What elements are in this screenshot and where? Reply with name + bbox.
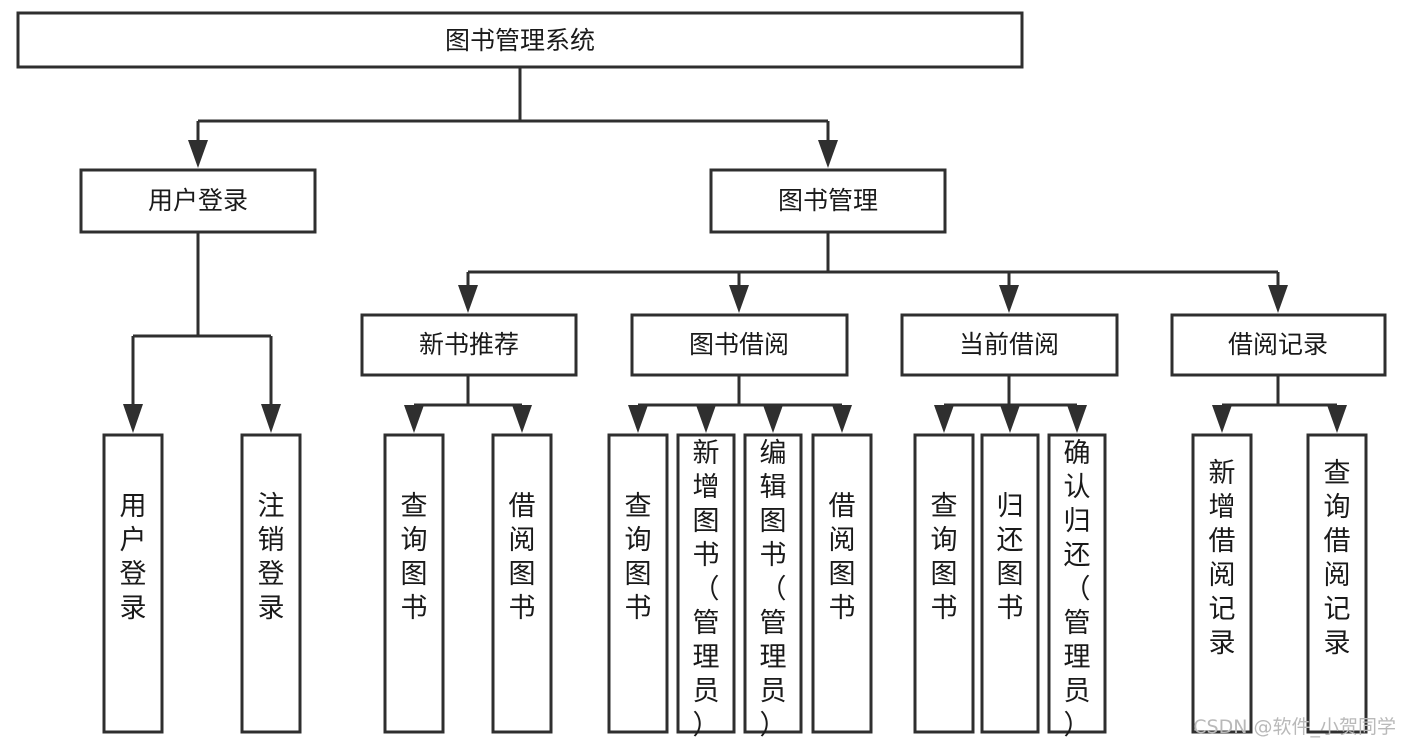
- leaf-confirm-return-box[interactable]: [1047, 433, 1107, 734]
- leaf-query-book-3-label: 查询图书: [931, 491, 958, 624]
- node-current-borrow-label: 当前借阅: [959, 330, 1059, 359]
- arrow-head-leaf-logout-login: [261, 404, 281, 433]
- leaf-logout-login-box[interactable]: [240, 433, 302, 734]
- node-book-borrow-box[interactable]: [630, 313, 849, 377]
- arrow-head-leaf-query-book-1: [404, 405, 424, 433]
- csdn-watermark: CSDN @软件_小贺同学: [1193, 716, 1396, 738]
- node-book-manage-label: 图书管理: [778, 186, 878, 215]
- node-borrow-record[interactable]: 借阅记录: [1170, 313, 1387, 377]
- node-current-borrow[interactable]: 当前借阅: [900, 313, 1119, 377]
- leaf-borrow-book-1[interactable]: 借阅图书: [491, 433, 553, 734]
- leaf-query-book-2-label: 查询图书: [625, 491, 652, 624]
- leaf-query-book-3-box[interactable]: [913, 433, 975, 734]
- arrow-head-leaf-edit-book: [763, 405, 783, 433]
- leaf-return-book-label: 归还图书: [997, 491, 1024, 624]
- node-new-book-recommend-box[interactable]: [360, 313, 578, 377]
- node-book-manage-box[interactable]: [709, 168, 947, 234]
- leaf-borrow-book-1-box[interactable]: [491, 433, 553, 734]
- leaf-edit-book[interactable]: 编辑图书（管理员）: [743, 433, 803, 741]
- leaf-query-record-box[interactable]: [1306, 433, 1368, 734]
- leaf-confirm-return[interactable]: 确认归还（管理员）: [1047, 433, 1107, 741]
- arrow-head-borrow-record: [1268, 285, 1288, 313]
- leaf-borrow-book-2[interactable]: 借阅图书: [811, 433, 873, 734]
- node-user-login-box[interactable]: [79, 168, 317, 234]
- leaf-query-book-3[interactable]: 查询图书: [913, 433, 975, 734]
- arrow-head-leaf-confirm-return: [1067, 405, 1087, 433]
- node-new-book-recommend-label: 新书推荐: [419, 330, 519, 359]
- leaf-query-book-1-box[interactable]: [383, 433, 445, 734]
- arrow-head-leaf-user-login: [123, 404, 143, 433]
- arrow-head-leaf-query-record: [1327, 405, 1347, 433]
- leaf-borrow-book-2-box[interactable]: [811, 433, 873, 734]
- leaf-query-record-label: 查询借阅记录: [1324, 458, 1351, 659]
- leaf-user-login-box[interactable]: [102, 433, 164, 734]
- arrow-head-leaf-query-book-3: [934, 405, 954, 433]
- node-borrow-record-box[interactable]: [1170, 313, 1387, 377]
- leaf-query-book-2[interactable]: 查询图书: [607, 433, 669, 734]
- leaf-return-book-box[interactable]: [980, 433, 1040, 734]
- leaf-edit-book-label: 编辑图书（管理员）: [760, 438, 787, 741]
- arrow-head-book-borrow: [729, 285, 749, 313]
- arrow-head-leaf-borrow-book-2: [832, 405, 852, 433]
- leaf-logout-login[interactable]: 注销登录: [240, 433, 302, 734]
- leaf-add-book-label: 新增图书（管理员）: [693, 438, 720, 741]
- node-new-book-recommend[interactable]: 新书推荐: [360, 313, 578, 377]
- leaf-borrow-book-2-label: 借阅图书: [829, 491, 856, 624]
- node-user-login[interactable]: 用户登录: [79, 168, 317, 234]
- leaf-add-book[interactable]: 新增图书（管理员）: [676, 433, 736, 741]
- leaf-add-record[interactable]: 新增借阅记录: [1191, 433, 1253, 734]
- node-root-box[interactable]: [16, 11, 1024, 69]
- leaf-user-login[interactable]: 用户登录: [102, 433, 164, 734]
- arrow-head-book-manage: [818, 140, 838, 168]
- arrow-head-leaf-return-book: [1000, 405, 1020, 433]
- leaf-return-book[interactable]: 归还图书: [980, 433, 1040, 734]
- leaf-edit-book-box[interactable]: [743, 433, 803, 734]
- leaf-query-book-2-box[interactable]: [607, 433, 669, 734]
- arrow-head-user-login: [188, 140, 208, 168]
- node-book-borrow-label: 图书借阅: [689, 330, 789, 359]
- node-borrow-record-label: 借阅记录: [1228, 330, 1328, 359]
- arrow-head-new-book-recommend: [458, 285, 478, 313]
- leaf-user-login-label: 用户登录: [120, 491, 147, 624]
- connector-layer: [123, 67, 1347, 433]
- arrow-head-leaf-query-book-2: [628, 405, 648, 433]
- leaf-add-book-box[interactable]: [676, 433, 736, 734]
- node-root-label: 图书管理系统: [445, 26, 595, 55]
- arrow-head-leaf-add-book: [696, 405, 716, 433]
- node-user-login-label: 用户登录: [148, 186, 248, 215]
- node-root[interactable]: 图书管理系统: [16, 11, 1024, 69]
- node-book-borrow[interactable]: 图书借阅: [630, 313, 849, 377]
- leaf-query-book-1-label: 查询图书: [401, 491, 428, 624]
- arrow-head-leaf-add-record: [1212, 405, 1232, 433]
- leaf-query-record[interactable]: 查询借阅记录: [1306, 433, 1368, 734]
- arrow-head-leaf-borrow-book-1: [512, 405, 532, 433]
- leaf-add-record-box[interactable]: [1191, 433, 1253, 734]
- leaf-confirm-return-label: 确认归还（管理员）: [1064, 438, 1091, 741]
- node-current-borrow-box[interactable]: [900, 313, 1119, 377]
- leaf-add-record-label: 新增借阅记录: [1209, 458, 1236, 659]
- node-book-manage[interactable]: 图书管理: [709, 168, 947, 234]
- leaf-query-book-1[interactable]: 查询图书: [383, 433, 445, 734]
- leaf-logout-login-label: 注销登录: [258, 491, 285, 624]
- leaf-borrow-book-1-label: 借阅图书: [509, 491, 536, 624]
- arrow-head-current-borrow: [999, 285, 1019, 313]
